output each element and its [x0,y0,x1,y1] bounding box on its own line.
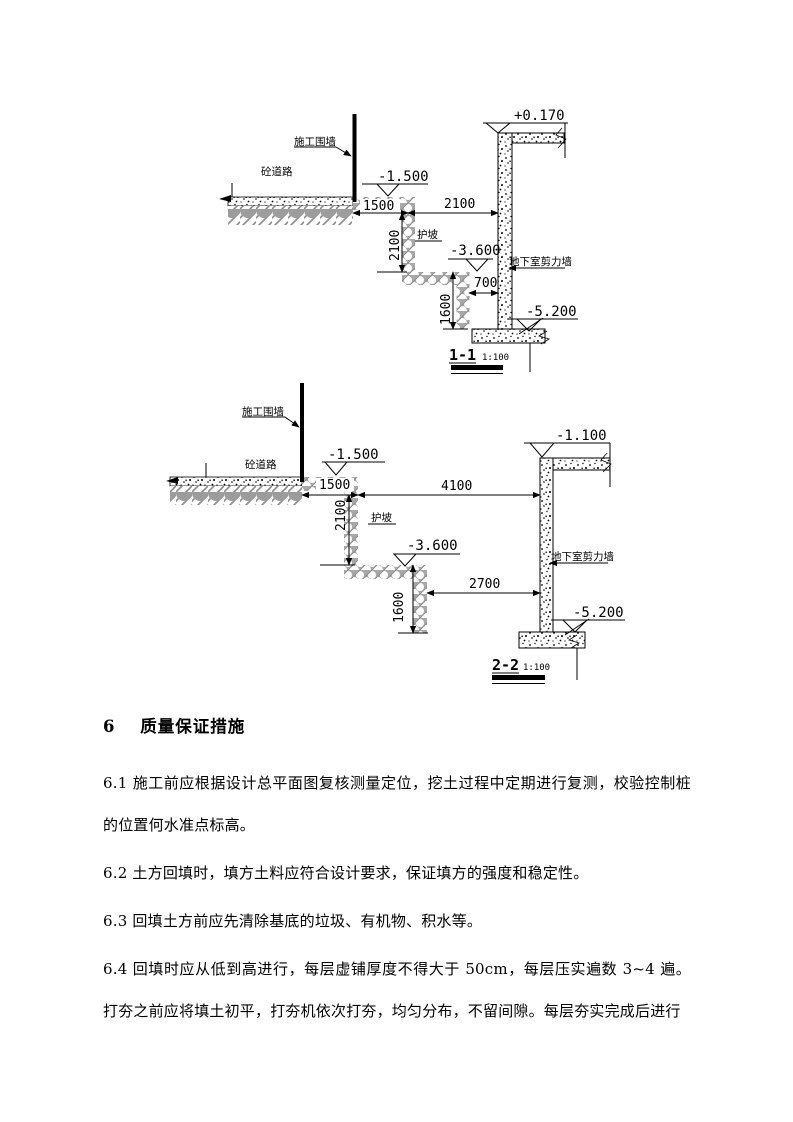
section-title-1: 1-1 1:100 [449,346,509,374]
paragraph-6-4: 6.4 回填时应从低到高进行，每层虚铺厚度不得大于 50cm，每层压实遍数 3~… [103,960,691,1020]
dim-upper-depth: 2100 [334,500,349,531]
dim-toe-width: 700 [474,276,497,291]
paragraph-6-1: 6.1 施工前应根据设计总平面图复核测量定位，挖土过程中定期进行复测，校验控制桩… [103,774,691,834]
dim-offset: 1500 [319,478,350,493]
road-break-arrow [219,195,231,202]
section-scale: 1:100 [523,663,550,673]
dim-berm-width: 4100 [441,479,472,494]
elevation-label: +0.170 [514,108,565,124]
footing-break-symbol [568,634,580,649]
dim-offset: 1500 [363,199,394,214]
elevation-bench-2: -3.600 [392,538,460,567]
elevation-label: -5.200 [526,304,577,320]
slope-label-group-1: 护坡 [415,228,442,242]
section-heading: 6 质量保证措施 [103,716,691,738]
quality-assurance-section: 6 质量保证措施 6.1 施工前应根据设计总平面图复核测量定位，挖土过程中定期进… [103,716,691,1032]
road-label: 砼道路 [261,165,293,178]
slab-break-symbol [600,452,612,473]
dimensions-1: 1500 2100 2100 1600 700 [352,197,499,330]
basement-wall-label-group-2: 地下室剪力墙 [549,550,614,567]
road-label: 砼道路 [245,458,277,471]
fence-label: 施工围墙 [294,135,336,148]
excavation-section-2-2-drawing: 施工围墙 砼道路 -1.100 -1.500 -3.600 -5.200 1 [166,383,625,684]
elevation-label: -3.600 [407,538,458,554]
dimensions-2: 1500 4100 2100 1600 2700 [301,478,541,634]
dim-berm-width: 2100 [444,197,475,212]
elevation-label: -1.100 [556,428,607,444]
slab-break-symbol [555,127,567,149]
elevation-ground-1: -1.500 [362,169,429,197]
elevation-bench-1: -3.600 [448,243,501,272]
section-name: 2-2 [492,656,519,674]
section-title-2: 2-2 1:100 [492,656,550,684]
road-break-arrow [166,477,178,484]
section-scale: 1:100 [482,353,509,363]
dim-upper-depth: 2100 [388,230,403,261]
excavation-section-1-1-drawing: 施工围墙 砼道路 +0.170 -1.500 -3.600 -5.200 1 [219,108,578,374]
elevation-base-2: -5.200 [551,605,625,636]
basement-wall-label: 地下室剪力墙 [509,255,572,268]
footing-break-symbol [538,330,550,345]
basement-wall-1 [471,123,567,372]
slope-label: 护坡 [417,228,438,241]
fence-label-group: 施工围墙 [294,135,352,157]
basement-wall-2 [518,443,612,680]
elevation-wall-top-2: -1.100 [524,428,610,458]
elevation-base-1: -5.200 [508,304,578,335]
elevation-label: -5.200 [573,605,624,621]
section-heading-title: 质量保证措施 [140,717,246,736]
section-heading-number: 6 [103,717,115,736]
elevation-label: -1.500 [328,447,379,463]
slope-label: 护坡 [371,511,392,524]
slope-label-group-2: 护坡 [368,511,396,525]
basement-wall-label: 地下室剪力墙 [551,550,614,563]
section-name: 1-1 [449,346,476,364]
concrete-road-1 [219,183,354,225]
dim-lower-depth: 1600 [392,592,407,623]
elevation-label: -3.600 [450,243,501,259]
fence-label-group: 施工围墙 [242,405,300,428]
elevation-ground-2: -1.500 [322,447,385,476]
paragraph-6-2: 6.2 土方回填时，填方土料应符合设计要求，保证填方的强度和稳定性。 [103,864,589,882]
elevation-label: -1.500 [378,169,429,185]
concrete-road-2 [166,463,303,505]
dim-toe-width: 2700 [469,577,500,592]
basement-wall-label-group-1: 地下室剪力墙 [508,255,572,272]
elevation-wall-top-1: +0.170 [483,108,568,134]
fence-label: 施工围墙 [242,405,284,418]
dim-lower-depth: 1600 [439,294,454,325]
paragraph-6-3: 6.3 回填土方前应先清除基底的垃圾、有机物、积水等。 [103,912,483,930]
